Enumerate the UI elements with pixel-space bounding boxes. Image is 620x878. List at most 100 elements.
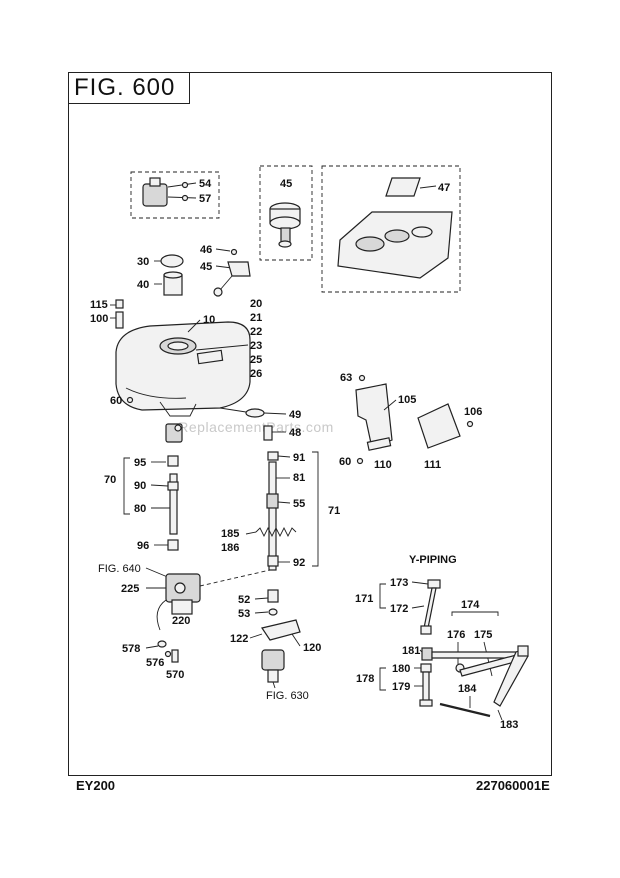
label-122: 122 [230,633,248,645]
label-225: 225 [121,583,139,595]
label-80: 80 [134,503,146,515]
clamp-95 [167,455,179,467]
ref-fig-640: FIG. 640 [98,563,141,575]
washer-53 [268,608,278,616]
diagram-frame [68,72,552,776]
figure-title: FIG. 600 [68,72,190,104]
fuel-cock-valve [165,423,183,443]
filter-55 [266,493,279,509]
label-71: 71 [328,505,340,517]
label-110: 110 [374,459,392,471]
label-95: 95 [134,457,146,469]
watermark: eReplacementParts.com [170,419,334,435]
part-list-code: 227060001E [476,778,550,793]
label-115: 115 [90,299,108,311]
clip-ball [213,287,223,297]
label-54: 54 [199,178,212,190]
label-40: 40 [137,279,149,291]
label-174: 174 [461,599,480,611]
label-25: 25 [250,354,262,366]
label-48: 48 [289,427,301,439]
fuel-tank [115,321,251,417]
tube-100 [115,311,124,329]
label-175: 175 [474,629,492,641]
label-20: 20 [250,298,262,310]
clip-115 [115,299,124,309]
label-178: 178 [356,673,374,685]
y-piping-title: Y-PIPING [409,554,457,566]
joint-52 [267,589,279,603]
label-171: 171 [355,593,373,605]
hose-81 [268,461,277,571]
label-52: 52 [238,594,250,606]
label-111: 111 [424,459,441,471]
ref-fig-630: FIG. 630 [266,690,309,702]
label-49: 49 [289,409,301,421]
label-220: 220 [172,615,190,627]
screw-46 [230,248,238,256]
model-code: EY200 [76,778,116,793]
label-45: 45 [200,261,212,273]
joint-48 [263,425,273,441]
label-181: 181 [402,645,420,657]
fuel-valve-body [261,649,285,683]
label-173: 173 [390,577,408,589]
bracket-178 [379,667,386,691]
label-105: 105 [398,394,416,406]
y-pipe-cross-hose [431,645,529,707]
label-92: 92 [293,557,305,569]
spring-185 [255,526,297,538]
inset-box-fuel-cock [130,171,220,219]
bracket-70 [123,457,130,515]
label-578: 578 [122,643,140,655]
label-106: 106 [464,406,482,418]
label-63: 63 [340,372,352,384]
label-185: 185 [221,528,239,540]
label-60-b: 60 [339,456,351,468]
label-53: 53 [238,608,250,620]
cover-111 [417,403,461,449]
carburetor [156,573,201,631]
fuel-cock-detail [142,177,197,207]
label-570: 570 [166,669,184,681]
hose-80 [169,473,178,535]
bracket-174 [451,611,499,616]
hose-179 [422,671,430,703]
label-57: 57 [199,193,211,205]
clamp-91 [267,451,279,461]
label-70: 70 [104,474,116,486]
grommet-49 [245,408,265,418]
label-184: 184 [458,683,477,695]
label-183: 183 [500,719,518,731]
bracket-171 [379,583,386,609]
label-10: 10 [203,314,215,326]
label-30: 30 [137,256,149,268]
label-60-a: 60 [110,395,122,407]
label-576: 576 [146,657,164,669]
cap-ring-30 [160,254,184,268]
tank-top-detail [337,177,453,279]
label-91: 91 [293,452,305,464]
clip-45 [227,261,251,277]
clamp-96 [167,539,179,551]
label-179: 179 [392,681,410,693]
label-23: 23 [250,340,262,352]
clamp-92 [267,555,279,567]
inset-box-tank-top [321,165,461,293]
label-90: 90 [134,480,146,492]
label-21: 21 [250,312,262,324]
label-186: 186 [221,542,239,554]
label-22: 22 [250,326,262,338]
label-176: 176 [447,629,465,641]
fuel-cap-detail [269,202,301,248]
label-180: 180 [392,663,410,675]
label-120: 120 [303,642,321,654]
label-100: 100 [90,313,108,325]
label-46: 46 [200,244,212,256]
label-26: 26 [250,368,262,380]
bracket-71 [312,451,319,567]
label-55: 55 [293,498,305,510]
label-81: 81 [293,472,305,484]
y-pipe-upper-hose [420,579,441,635]
